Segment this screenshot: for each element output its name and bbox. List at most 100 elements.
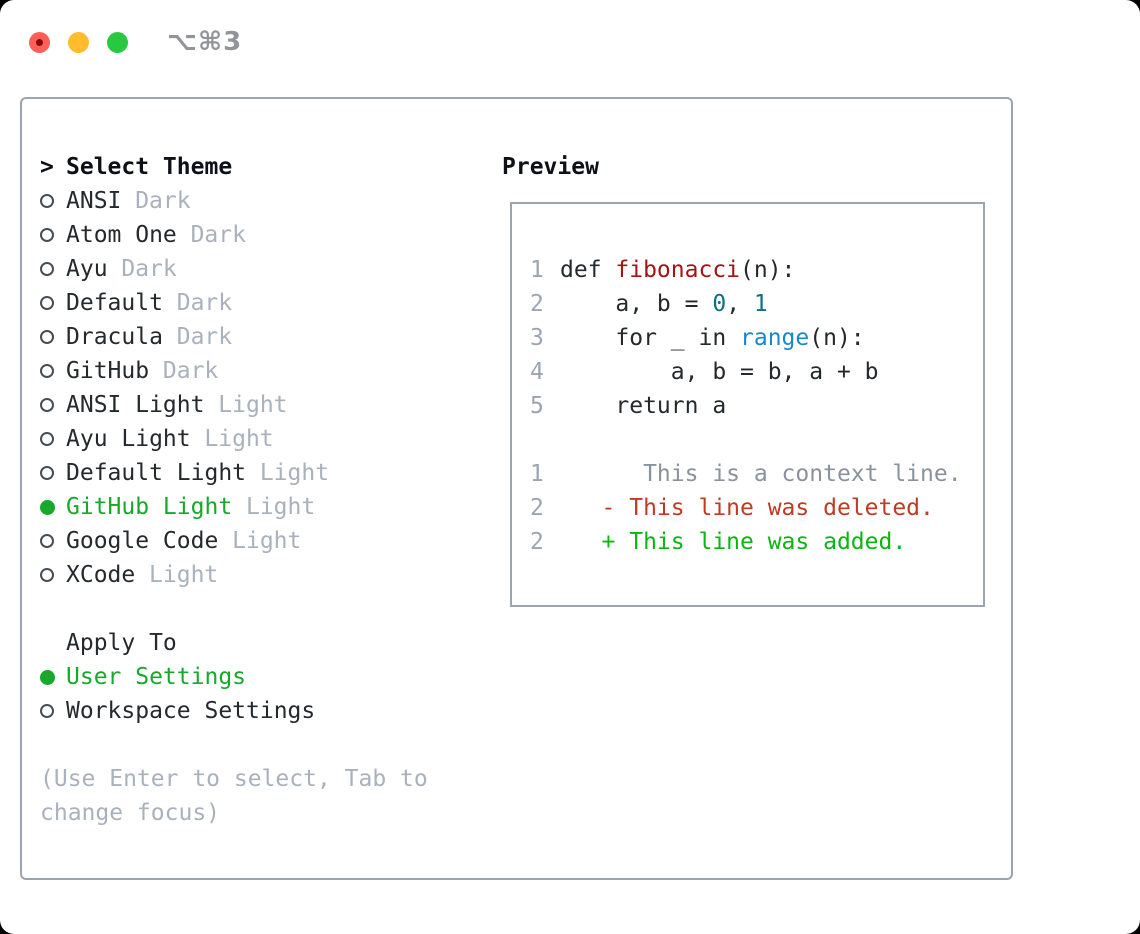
theme-variant-tag: Light (218, 392, 288, 418)
radio-unselected-icon (40, 262, 54, 276)
code-token-code-fg: for _ in (560, 325, 741, 351)
option-label: Atom One (66, 222, 177, 248)
diff-line: 2 - This line was deleted. (530, 491, 983, 525)
theme-option[interactable]: GitHub Light Light (40, 490, 470, 524)
radio-unselected-icon (40, 330, 54, 344)
line-number: 2 (530, 291, 544, 317)
theme-option[interactable]: ANSI Light Light (40, 388, 470, 422)
option-label: Ayu (66, 256, 108, 282)
code-token-code-number: 1 (753, 291, 768, 317)
theme-option[interactable]: Default Dark (40, 286, 470, 320)
line-number: 3 (530, 325, 544, 351)
option-label: GitHub Light (66, 494, 233, 520)
option-label: User Settings (66, 664, 247, 690)
diff-preview: 1 This is a context line.2 - This line w… (530, 457, 983, 559)
theme-option[interactable]: Default Light Light (40, 456, 470, 490)
code-token-code-fg: (n): (809, 325, 865, 351)
option-label: XCode (66, 562, 136, 588)
radio-unselected-icon (40, 364, 54, 378)
apply-to-heading: Apply To (40, 626, 470, 660)
radio-unselected-icon (40, 466, 54, 480)
option-label: Google Code (66, 528, 219, 554)
line-number: 4 (530, 359, 544, 385)
radio-unselected-icon (40, 194, 54, 208)
line-number: 1 (530, 461, 544, 487)
theme-variant-tag: Light (259, 460, 330, 486)
preview-label: Preview (502, 154, 599, 180)
theme-variant-tag: Light (204, 426, 274, 452)
preview-heading: Preview (502, 150, 985, 184)
theme-variant-tag: Dark (121, 256, 177, 282)
close-button[interactable] (29, 31, 50, 53)
theme-variant-tag: Light (232, 528, 302, 554)
prompt-caret-icon: > (40, 154, 54, 180)
diff-line: 1 This is a context line. (530, 457, 983, 491)
code-token-code-fg: return a (560, 393, 727, 419)
radio-unselected-icon (40, 568, 54, 582)
theme-variant-tag: Dark (176, 324, 233, 350)
theme-variant-tag: Dark (135, 188, 191, 214)
theme-option[interactable]: XCode Light (40, 558, 470, 592)
theme-variant-tag: Dark (162, 358, 219, 384)
hint-text: (Use Enter to select, Tab to change focu… (40, 766, 428, 826)
radio-selected-icon (40, 499, 55, 515)
code-line: 5 return a (530, 389, 983, 423)
code-line: 2 a, b = 0, 1 (530, 287, 983, 321)
zoom-button[interactable] (107, 31, 128, 53)
radio-unselected-icon (40, 296, 54, 310)
code-line: 3 for _ in range(n): (530, 321, 983, 355)
radio-unselected-icon (40, 228, 54, 242)
code-token-code-fg: , (726, 291, 754, 317)
option-label: Ayu Light (66, 426, 191, 452)
option-label: Default (66, 290, 163, 316)
spacer (40, 592, 470, 626)
diff-line: 2 + This line was added. (530, 525, 983, 559)
option-label: Workspace Settings (66, 698, 316, 724)
line-number: 2 (530, 529, 544, 555)
radio-unselected-icon (40, 534, 54, 548)
theme-variant-tag: Light (245, 494, 316, 520)
option-label: GitHub (66, 358, 150, 384)
window-title: ⌥⌘3 (167, 27, 243, 57)
code-token-diff-deleted: - This line was deleted. (560, 495, 934, 521)
code-token-diff-added: + This line was added. (560, 529, 907, 555)
code-token-code-fg: def (560, 257, 616, 283)
theme-option[interactable]: ANSI Dark (40, 184, 470, 218)
option-label: ANSI Light (66, 392, 205, 418)
select-theme-label: Select Theme (66, 154, 233, 180)
minimize-button[interactable] (68, 31, 89, 53)
apply-option[interactable]: User Settings (40, 660, 470, 694)
apply-option[interactable]: Workspace Settings (40, 694, 470, 728)
apply-to-label: Apply To (66, 630, 177, 656)
theme-option[interactable]: Ayu Dark (40, 252, 470, 286)
theme-option[interactable]: Google Code Light (40, 524, 470, 558)
code-line: 4 a, b = b, a + b (530, 355, 983, 389)
code-token-code-fg: (n): (740, 257, 796, 283)
code-token-code-function: fibonacci (615, 257, 741, 283)
theme-variant-tag: Light (149, 562, 219, 588)
spacer (40, 728, 470, 762)
theme-variant-tag: Dark (190, 222, 246, 248)
close-dot-icon (36, 38, 43, 46)
radio-selected-icon (40, 669, 55, 685)
select-theme-heading: > Select Theme (40, 150, 470, 184)
code-token-diff-context: This is a context line. (560, 461, 962, 487)
radio-unselected-icon (40, 398, 54, 412)
radio-unselected-icon (40, 432, 54, 446)
option-label: Default Light (66, 460, 247, 486)
line-number: 5 (530, 393, 544, 419)
line-number: 2 (530, 495, 544, 521)
theme-option[interactable]: GitHub Dark (40, 354, 470, 388)
theme-option[interactable]: Ayu Light Light (40, 422, 470, 456)
theme-variant-tag: Dark (176, 290, 233, 316)
option-label: ANSI (66, 188, 122, 214)
theme-option[interactable]: Atom One Dark (40, 218, 470, 252)
